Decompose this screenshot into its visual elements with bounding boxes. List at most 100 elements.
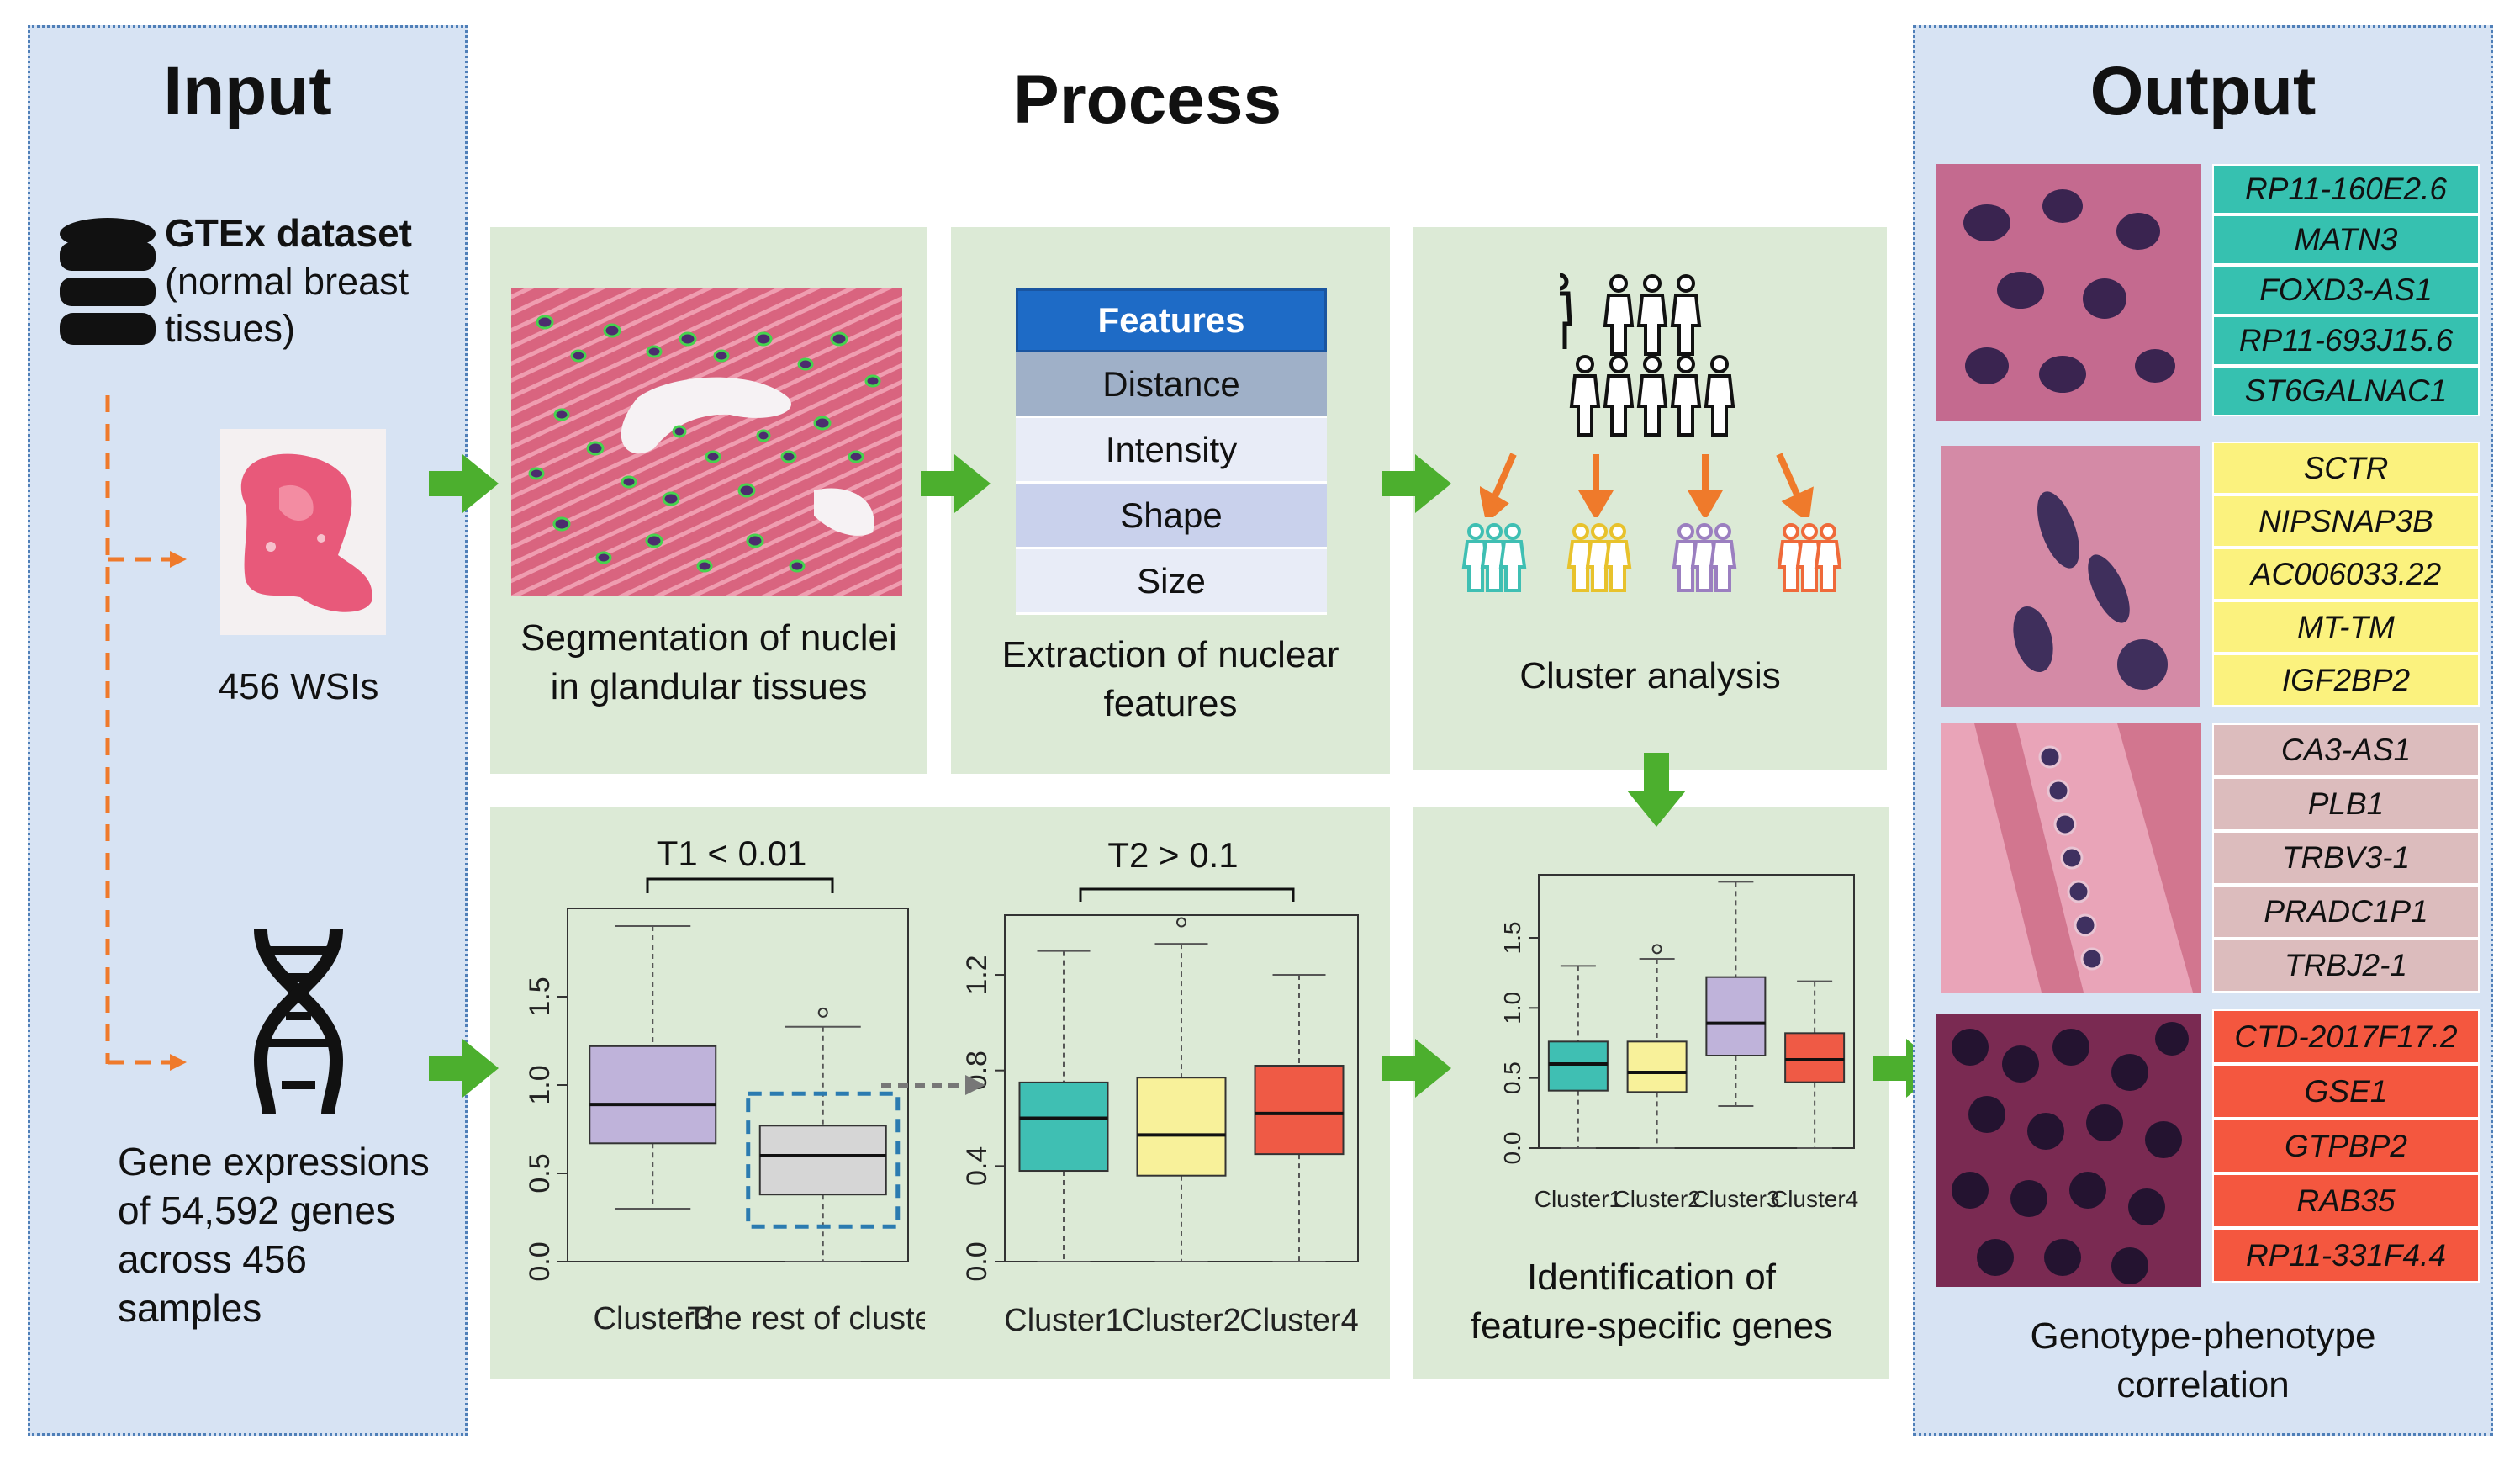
x-category-label: Cluster1 <box>1004 1303 1123 1338</box>
gene-text-1: Gene expressions <box>118 1140 430 1183</box>
dataset-desc-2: tissues) <box>165 307 296 350</box>
identification-label-2: feature-specific genes <box>1470 1305 1833 1347</box>
output-tissue-2 <box>1941 446 2200 707</box>
y-tick-label: 0.5 <box>1499 1061 1525 1094</box>
box-body <box>1784 1032 1846 1083</box>
gene-text-3: across 456 <box>118 1237 308 1281</box>
gene-item: RP11-160E2.6 <box>2212 164 2480 214</box>
highlight-box <box>746 1091 901 1229</box>
gene-item: PLB1 <box>2212 777 2480 831</box>
t2-label: T2 > 0.1 <box>1107 835 1239 875</box>
y-tick-label: 1.2 <box>961 955 993 994</box>
gene-item: ST6GALNAC1 <box>2212 366 2480 416</box>
gene-text-4: samples <box>118 1286 262 1330</box>
gene-item: TRBV3-1 <box>2212 831 2480 885</box>
gene-item: AC006033.22 <box>2212 548 2480 601</box>
features-header: Features <box>1016 288 1327 352</box>
box-body <box>589 1045 717 1145</box>
gene-item: CA3-AS1 <box>2212 723 2480 777</box>
gene-text-2: of 54,592 genes <box>118 1188 395 1232</box>
gene-list-2: SCTR NIPSNAP3B AC006033.22 MT-TM IGF2BP2 <box>2212 442 2480 707</box>
correlation-label-1: Genotype-phenotype <box>2030 1315 2376 1357</box>
gene-item: RP11-331F4.4 <box>2212 1228 2480 1283</box>
gene-item: RAB35 <box>2212 1173 2480 1228</box>
box-cluster1 <box>1018 950 1109 1262</box>
arrow-seg-to-feat <box>921 454 991 513</box>
y-tick-label: 1.0 <box>524 1065 556 1104</box>
box-body <box>1547 1040 1609 1092</box>
x-category-label: Cluster2 <box>1613 1186 1700 1212</box>
output-tissue-4 <box>1936 1014 2201 1287</box>
feature-distance: Distance <box>1016 352 1327 418</box>
dashed-connector <box>881 1075 985 1095</box>
y-tick-label: 1.0 <box>1499 992 1525 1024</box>
identification-label-1: Identification of <box>1527 1257 1776 1298</box>
identification-box <box>1413 807 1889 1379</box>
process-title: Process <box>1013 61 1282 138</box>
y-tick-label: 0.0 <box>961 1241 993 1281</box>
arrow-ident-to-output <box>1873 1039 1942 1098</box>
features-table: Features Distance Intensity Shape Size <box>1016 288 1327 615</box>
gene-item: MT-TM <box>2212 601 2480 654</box>
cluster-group-icon <box>1777 523 1842 592</box>
gene-item: GSE1 <box>2212 1064 2480 1119</box>
correlation-label-2: correlation <box>2116 1364 2290 1405</box>
box-body <box>758 1125 887 1196</box>
x-category-label: Cluster1 <box>1535 1186 1622 1212</box>
cluster-label: Cluster analysis <box>1519 655 1781 696</box>
arrow-cluster-down <box>1627 753 1686 827</box>
y-tick-label: 0.0 <box>1499 1132 1525 1165</box>
y-tick-label: 0.5 <box>524 1153 556 1193</box>
output-title: Output <box>2089 53 2317 130</box>
output-tissue-1 <box>1936 164 2201 421</box>
output-tissue-3 <box>1941 723 2201 993</box>
x-category-label: Cluster3 <box>594 1301 713 1337</box>
box-cluster3 <box>1705 881 1767 1107</box>
identification-chart: 0.00.51.01.5Cluster1Cluster2Cluster3Clus… <box>1499 874 1858 1212</box>
cluster-split-arrows <box>1480 453 1814 517</box>
gene-list-1: RP11-160E2.6 MATN3 FOXD3-AS1 RP11-693J15… <box>2212 164 2480 416</box>
gene-item: RP11-693J15.6 <box>2212 315 2480 366</box>
extraction-label-2: features <box>1103 683 1238 724</box>
t1-bracket <box>646 877 834 893</box>
gene-list-4: CTD-2017F17.2 GSE1 GTPBP2 RAB35 RP11-331… <box>2212 1009 2480 1283</box>
cluster-groups-icon <box>1461 523 1842 592</box>
cluster-group-icon <box>1461 523 1527 592</box>
x-category-label: Cluster2 <box>1122 1303 1241 1338</box>
dataset-name: GTEx dataset <box>165 211 412 255</box>
arrow-feat-to-cluster <box>1382 454 1451 513</box>
gene-list-3: CA3-AS1 PLB1 TRBV3-1 PRADC1P1 TRBJ2-1 <box>2212 723 2480 993</box>
gene-item: FOXD3-AS1 <box>2212 265 2480 315</box>
box-body <box>1018 1081 1109 1173</box>
cluster-group-icon <box>1672 523 1737 592</box>
connector-head <box>965 1075 985 1095</box>
x-category-label: Cluster4 <box>1771 1186 1858 1212</box>
box-cluster4 <box>1254 974 1345 1262</box>
box-the-rest-of-clusters <box>746 1007 901 1262</box>
gene-item: GTPBP2 <box>2212 1119 2480 1173</box>
wsi-label: 456 WSIs <box>218 666 379 707</box>
input-title: Input <box>163 53 332 130</box>
box-cluster3 <box>589 925 717 1210</box>
box-body <box>1254 1065 1345 1156</box>
cluster-group-icon <box>1566 523 1632 592</box>
x-category-label: Cluster3 <box>1692 1186 1779 1212</box>
gene-item: SCTR <box>2212 442 2480 495</box>
x-category-label: Cluster4 <box>1239 1303 1359 1338</box>
plot-frame <box>1538 874 1855 1149</box>
arrow-stat-to-ident <box>1382 1039 1451 1098</box>
segmentation-image <box>511 288 902 596</box>
gene-item: PRADC1P1 <box>2212 885 2480 939</box>
box-cluster1 <box>1547 965 1609 1149</box>
arrow-input-to-seg <box>429 454 499 513</box>
dna-icon <box>253 929 344 1115</box>
population-icon <box>1560 273 1735 437</box>
box-cluster2 <box>1626 944 1688 1149</box>
outlier <box>817 1007 828 1018</box>
extraction-label-1: Extraction of nuclear <box>1001 634 1339 675</box>
box-body <box>1136 1077 1227 1177</box>
gene-item: MATN3 <box>2212 214 2480 265</box>
t1-label: T1 < 0.01 <box>656 834 807 873</box>
